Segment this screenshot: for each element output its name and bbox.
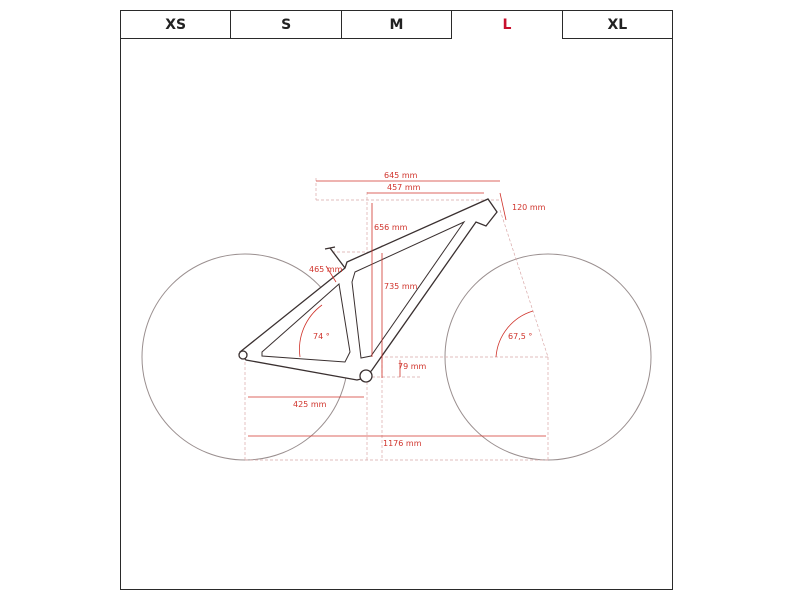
dim-wheelbase: 1176 mm <box>383 439 422 448</box>
geometry-panel: XS S M L XL <box>120 10 673 590</box>
head-angle-arc <box>495 310 534 358</box>
tab-size-l[interactable]: L <box>452 11 563 39</box>
dim-bb-drop: 79 mm <box>398 362 427 371</box>
tab-size-xl[interactable]: XL <box>562 11 673 39</box>
tab-size-xs[interactable]: XS <box>121 11 232 39</box>
dim-head-tube: 120 mm <box>512 203 546 212</box>
seat-angle-arc <box>299 304 323 358</box>
dimension-lines <box>248 180 546 437</box>
dim-top-tube: 457 mm <box>387 183 421 192</box>
bottom-bracket <box>359 369 373 383</box>
dim-seat-tube: 465 mm <box>309 265 343 274</box>
dim-seat-height: 735 mm <box>384 282 418 291</box>
tab-size-m[interactable]: M <box>341 11 453 39</box>
dim-reach-total: 645 mm <box>384 171 418 180</box>
dim-head-angle: 67,5 ° <box>508 332 532 341</box>
dim-chainstay: 425 mm <box>293 400 327 409</box>
bike-frame <box>238 198 498 383</box>
size-tab-bar: XS S M L XL <box>121 11 673 39</box>
tab-size-s[interactable]: S <box>231 11 342 39</box>
rear-dropout <box>238 350 248 360</box>
dim-stack: 656 mm <box>374 223 408 232</box>
dim-seat-angle: 74 ° <box>313 332 330 341</box>
